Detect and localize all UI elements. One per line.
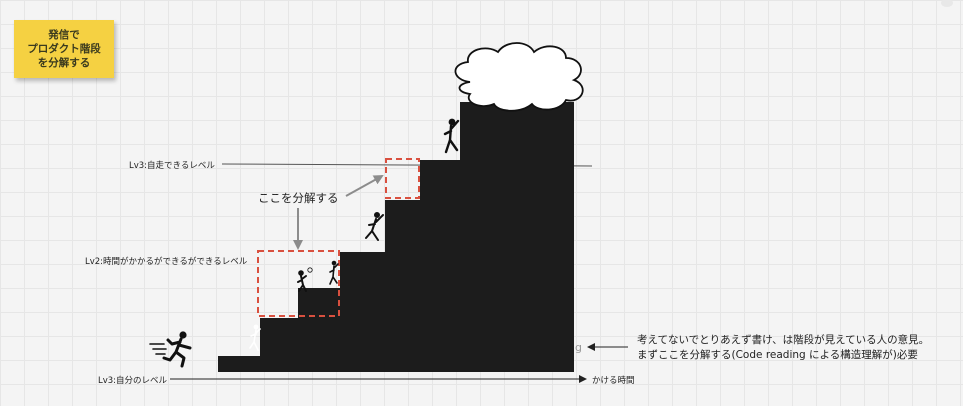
climbing-person-icon-mid xyxy=(365,212,384,241)
x-axis-label: かける時間 xyxy=(592,376,635,386)
climbing-person-icon xyxy=(249,324,261,351)
struggling-person-icon xyxy=(297,267,313,292)
running-person-icon xyxy=(149,331,192,368)
callout-arrow-up xyxy=(345,175,384,197)
scroll-hint-icon[interactable] xyxy=(940,0,954,10)
lv2-time-label: Lv2:時間がかかるができるができるレベル xyxy=(85,257,248,267)
climbing-person-icon-top xyxy=(443,118,460,154)
note-text: 考えてないでとりあえず書け、は階段が見えている人の意見。 まずここを分解する(C… xyxy=(637,333,929,363)
note-line-1: 考えてないでとりあえず書け、は階段が見えている人の意見。 xyxy=(637,334,930,346)
staircase xyxy=(218,102,574,372)
callout-text: ここを分解する xyxy=(258,191,339,205)
dashed-box-upper xyxy=(385,158,420,199)
lv3-self-run-label: Lv3:自走できるレベル xyxy=(129,161,215,171)
cloud-icon xyxy=(454,42,584,112)
climbing-person-icon-mid-low xyxy=(329,260,339,285)
lv3-self-label: Lv3:自分のレベル xyxy=(98,376,168,386)
note-line-2: まずここを分解する(Code reading による構造理解が)必要 xyxy=(637,349,918,361)
faded-letter: g xyxy=(575,341,582,354)
dashed-box-lower xyxy=(257,250,340,317)
sticky-note[interactable]: 発信で プロダクト階段 を分解する xyxy=(14,20,114,78)
